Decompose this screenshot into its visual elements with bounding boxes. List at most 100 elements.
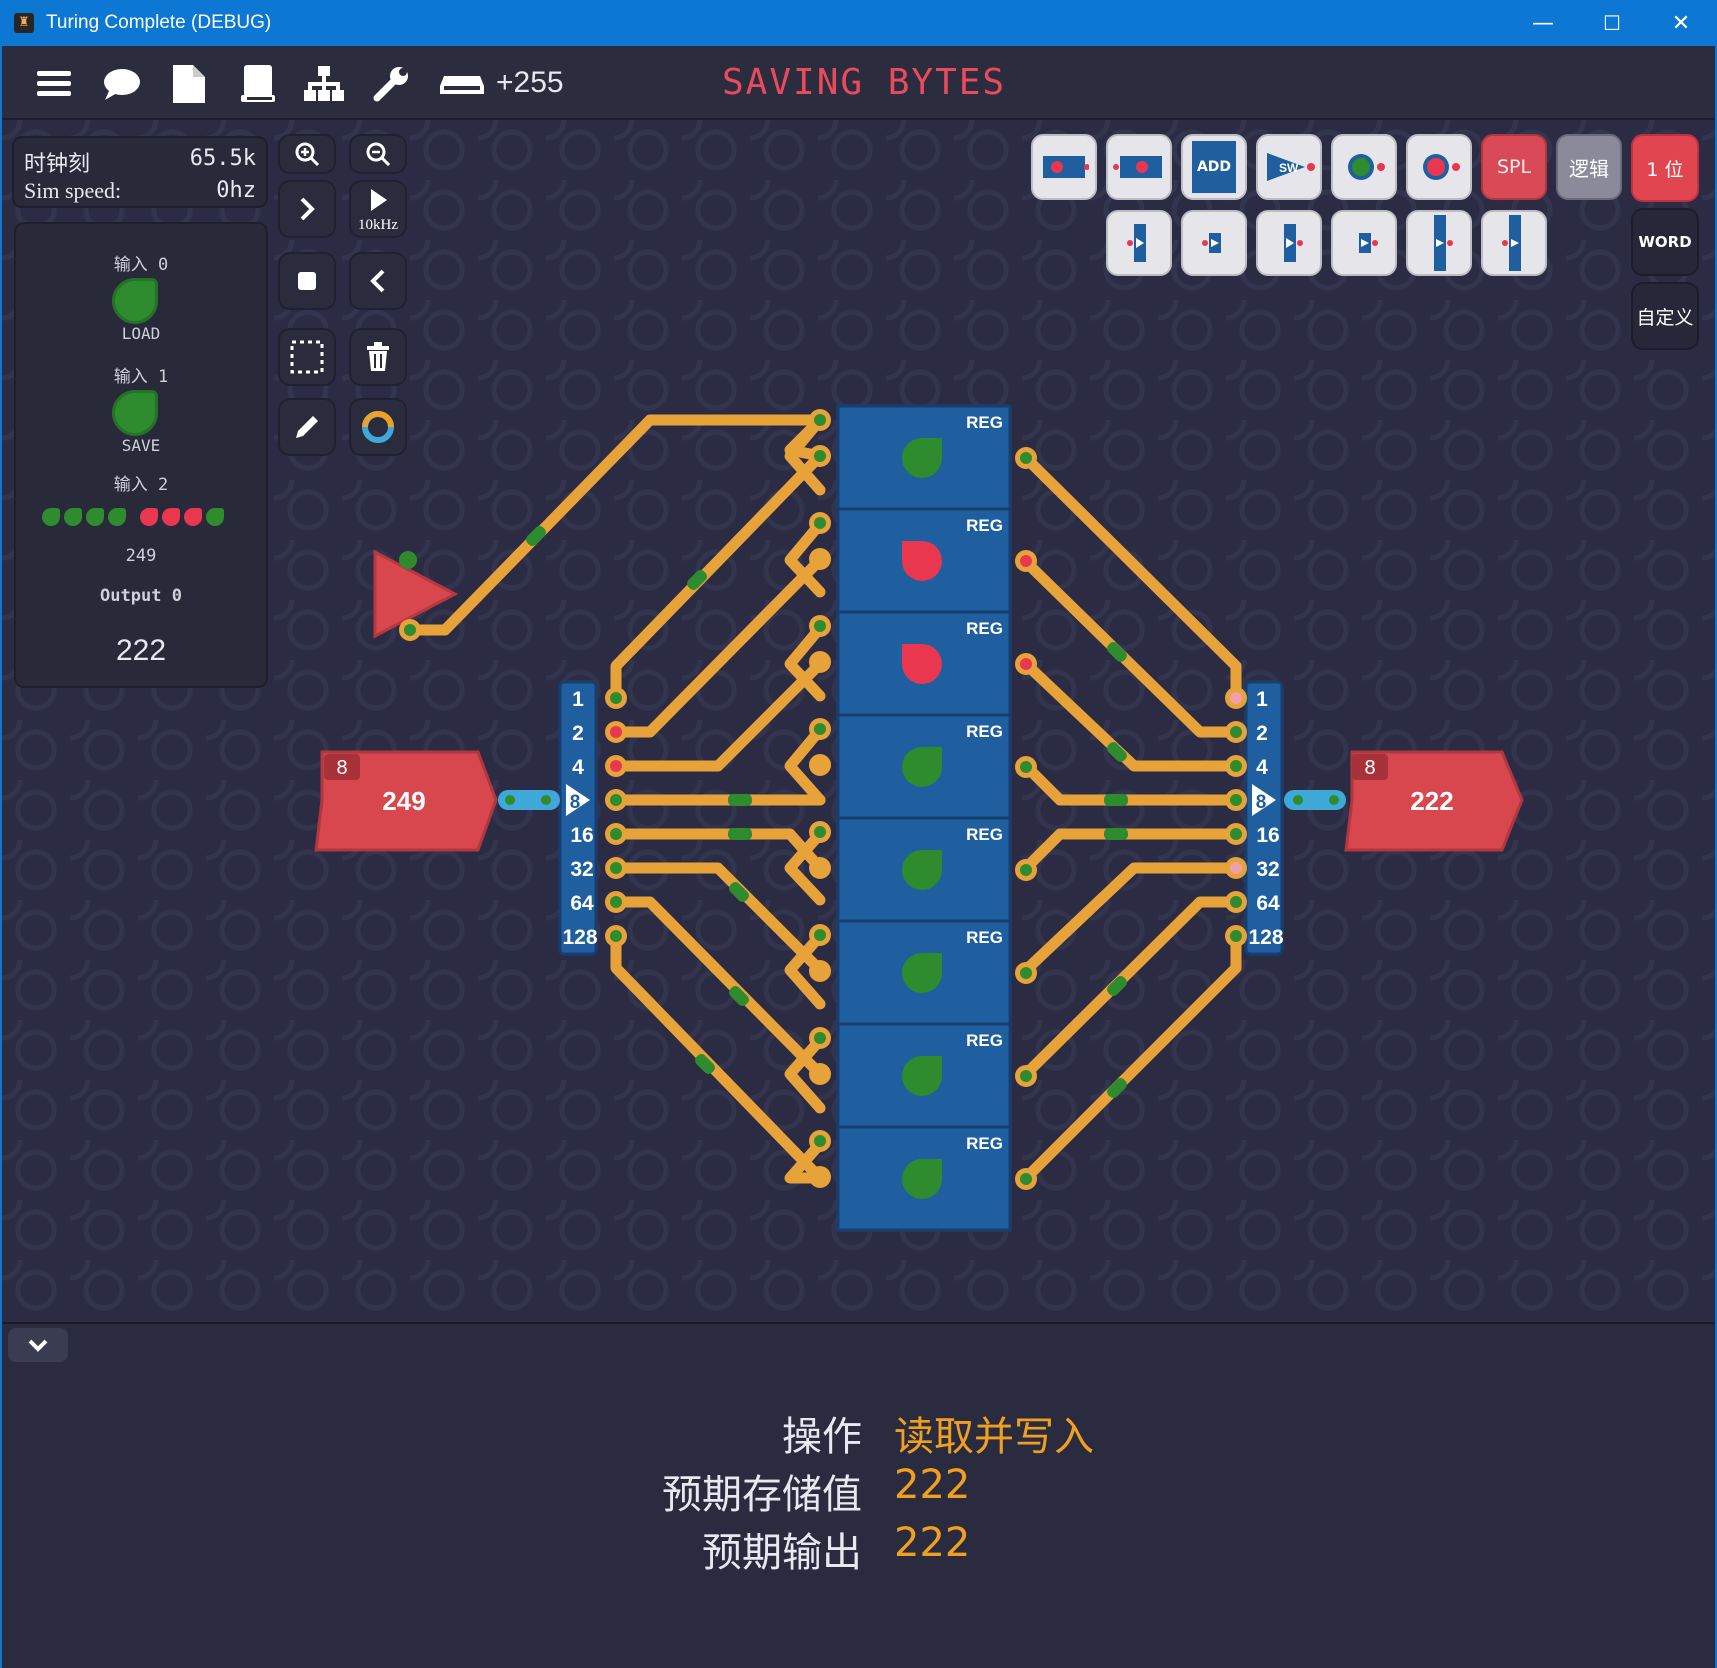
bit-toggle[interactable] <box>206 508 224 526</box>
sim-speed-label: Sim speed: <box>24 178 122 203</box>
chevron-down-icon <box>28 1339 48 1352</box>
stop-button[interactable] <box>278 252 336 310</box>
bit-splitter-4[interactable] <box>1331 210 1397 276</box>
bit-toggle[interactable] <box>42 508 60 526</box>
logic-folder[interactable]: 逻辑 <box>1556 134 1622 200</box>
zoom-in-button[interactable] <box>278 134 336 174</box>
bit-toggle[interactable] <box>184 508 202 526</box>
merge-bit: 1 <box>1256 688 1268 711</box>
byte-maker-icon <box>1502 215 1521 271</box>
register-4[interactable]: REG <box>809 816 1037 923</box>
reg-state-indicator <box>902 1056 942 1096</box>
reg-state-indicator <box>902 747 942 787</box>
pin-green-component[interactable] <box>1331 134 1397 200</box>
switch-component[interactable]: SW <box>1256 134 1322 200</box>
reg-state-indicator <box>902 644 942 684</box>
io-panel: 输入 0 LOAD 输入 1 SAVE 输入 2 249 Output 0 22… <box>14 222 268 688</box>
input2-bit-toggles[interactable] <box>42 508 224 526</box>
input-component[interactable] <box>1031 134 1097 200</box>
register-1[interactable]: REG <box>809 507 1037 614</box>
pencil-button[interactable] <box>278 398 336 456</box>
reg-label: REG <box>966 1134 1003 1153</box>
expected-store-value: 222 <box>894 1462 971 1508</box>
app-icon: ♜ <box>14 13 34 33</box>
word-label: WORD <box>1638 233 1692 251</box>
step-back-button[interactable] <box>349 252 407 310</box>
book-icon[interactable] <box>236 62 280 106</box>
output-splitter[interactable]: 1 2 4 8 16 32 64 128 <box>1244 680 1284 956</box>
title-bar: ♜ Turing Complete (DEBUG) — ☐ ✕ <box>0 0 1717 46</box>
reg-state-indicator <box>902 953 942 993</box>
sim-speed-value: 0hz <box>216 178 256 203</box>
operation-label: 操作 <box>782 1414 862 1460</box>
register-0[interactable]: REG <box>809 404 1037 511</box>
register-5[interactable]: REG <box>809 919 1037 1026</box>
score-counter: +255 <box>496 66 564 99</box>
switch-icon: SW <box>1267 153 1315 181</box>
chat-icon[interactable] <box>100 62 144 106</box>
add-label: ADD <box>1192 141 1236 193</box>
maximize-button[interactable]: ☐ <box>1603 11 1621 35</box>
register-2[interactable]: REG <box>809 610 1037 717</box>
byte-input[interactable]: 8 249 <box>314 750 560 852</box>
pin-green-icon <box>1348 154 1385 180</box>
zoom-out-icon <box>366 142 391 167</box>
splitter-pins-right <box>1225 687 1247 947</box>
stop-icon <box>298 272 316 290</box>
bit-toggle[interactable] <box>64 508 82 526</box>
expected-output-value: 222 <box>894 1520 971 1566</box>
bit-toggle[interactable] <box>86 508 104 526</box>
register-7[interactable]: REG <box>809 1125 1037 1232</box>
byte-output[interactable]: 8 222 <box>1284 750 1524 852</box>
play-button[interactable]: 10kHz <box>349 180 407 238</box>
bit-toggle[interactable] <box>108 508 126 526</box>
bit-splitter-2[interactable] <box>1181 210 1247 276</box>
register-6[interactable]: REG <box>809 1022 1037 1129</box>
byte-maker[interactable] <box>1481 210 1547 276</box>
reg-state-indicator <box>902 541 942 581</box>
register-3[interactable]: REG <box>809 713 1037 820</box>
merge-bit: 2 <box>1256 722 1268 745</box>
output-component[interactable] <box>1106 134 1172 200</box>
delete-button[interactable] <box>349 328 407 386</box>
file-icon[interactable] <box>167 62 211 106</box>
zoom-out-button[interactable] <box>349 134 407 174</box>
reg-label: REG <box>966 1031 1003 1050</box>
spl-label: SPL <box>1496 156 1532 178</box>
hierarchy-icon[interactable] <box>302 62 346 106</box>
bit-splitter-1[interactable] <box>1106 210 1172 276</box>
word-tab[interactable]: WORD <box>1631 208 1699 276</box>
output0-value: 222 <box>115 634 167 667</box>
output-value: 222 <box>1410 786 1453 816</box>
pin-red-component[interactable] <box>1406 134 1472 200</box>
step-forward-button[interactable] <box>278 180 336 238</box>
ssd-icon[interactable] <box>438 62 486 106</box>
bit-toggle[interactable] <box>162 508 180 526</box>
color-button[interactable] <box>349 398 407 456</box>
collapse-button[interactable] <box>8 1328 68 1362</box>
play-icon <box>371 189 387 211</box>
logic-label: 逻辑 <box>1569 156 1609 181</box>
bitwidth-1-tab[interactable]: 1 位 <box>1631 134 1699 202</box>
load-toggle[interactable] <box>112 278 158 324</box>
custom-tab[interactable]: 自定义 <box>1631 282 1699 350</box>
wrench-icon[interactable] <box>369 62 413 106</box>
byte-splitter[interactable] <box>1406 210 1472 276</box>
minimize-button[interactable]: — <box>1532 10 1554 36</box>
splitter-pins-left <box>605 687 627 947</box>
menu-icon[interactable] <box>32 62 76 106</box>
close-button[interactable]: ✕ <box>1671 10 1691 36</box>
add-component[interactable]: ADD <box>1181 134 1247 200</box>
bit-splitter-3[interactable] <box>1256 210 1322 276</box>
buffer-gate[interactable] <box>373 549 459 641</box>
reg-label: REG <box>966 928 1003 947</box>
bit-toggle[interactable] <box>140 508 158 526</box>
select-button[interactable] <box>278 328 336 386</box>
input1-label: 输入 1 <box>113 367 169 387</box>
spl-folder[interactable]: SPL <box>1481 134 1547 200</box>
save-toggle[interactable] <box>112 390 158 436</box>
wire-group[interactable] <box>404 414 1242 1184</box>
input-splitter[interactable]: 1 2 4 8 16 32 64 128 <box>558 680 598 956</box>
reg-label: REG <box>966 413 1003 432</box>
